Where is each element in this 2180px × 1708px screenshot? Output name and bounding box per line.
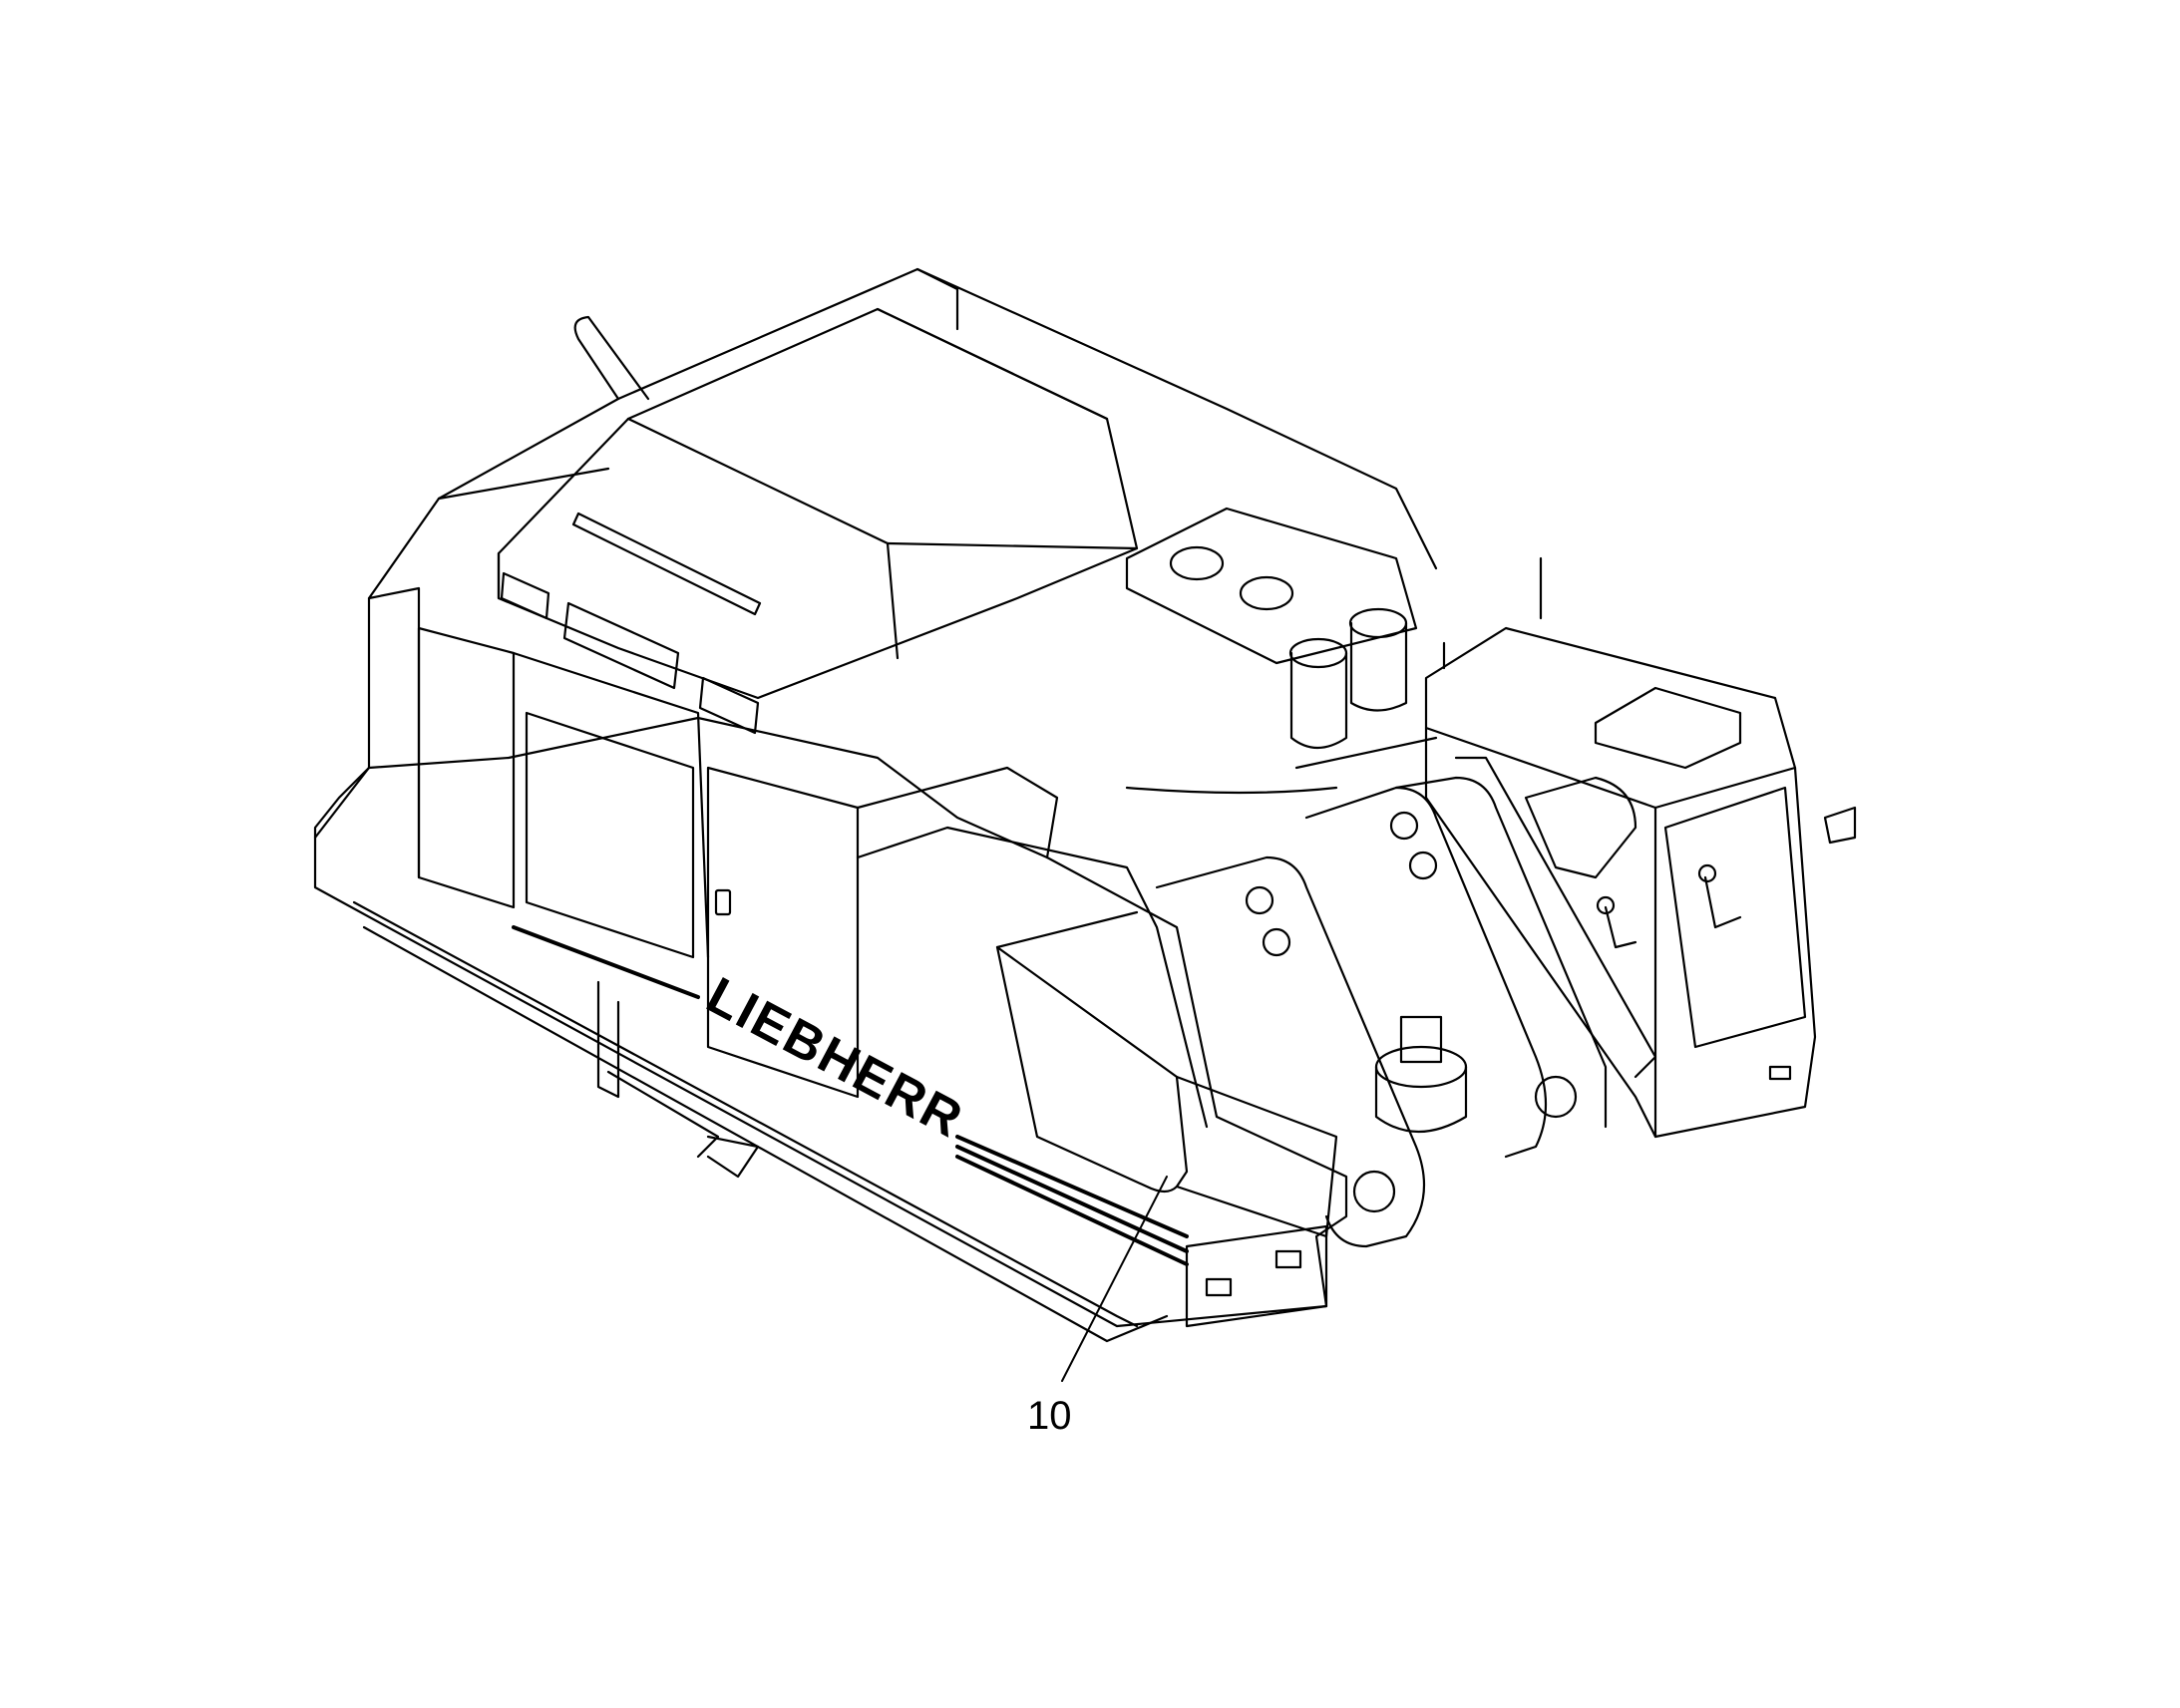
walkway xyxy=(352,900,1169,1343)
counterweight-side-panel xyxy=(995,945,1338,1328)
panel-handle-icon xyxy=(1274,1249,1302,1269)
pin-hole-icon xyxy=(1534,1075,1578,1119)
filter-canister-icon xyxy=(1288,637,1348,669)
filter-canister-icon xyxy=(1348,607,1408,639)
callout-label: 10 xyxy=(1027,1394,1072,1438)
radiator-grille-outer xyxy=(417,626,516,909)
callout-10: 10 xyxy=(1027,1176,1168,1438)
cab-light-icon xyxy=(1768,1065,1792,1081)
engine-hood xyxy=(497,307,1139,735)
joystick-icon xyxy=(1596,895,1616,915)
pin-hole-icon xyxy=(1389,811,1419,841)
joystick-icon xyxy=(1697,863,1717,883)
service-doors xyxy=(706,766,1209,1129)
boom-mount xyxy=(1155,776,1608,1248)
radiator-grille-inner xyxy=(512,651,710,959)
panel-handle-icon xyxy=(1205,1277,1233,1297)
filler-cap-icon xyxy=(1169,545,1225,581)
pin-hole-icon xyxy=(1262,927,1291,957)
mirror-icon xyxy=(1823,806,1857,845)
filler-cap-icon xyxy=(1239,575,1294,611)
slew-motor-icon xyxy=(1374,1045,1468,1089)
machine-housing xyxy=(313,267,1438,1328)
door-latch-icon xyxy=(714,888,732,916)
vent-middle xyxy=(562,601,680,690)
brand-stripes xyxy=(512,925,1189,1266)
pin-hole-icon xyxy=(1408,851,1438,880)
pin-hole-icon xyxy=(1245,885,1274,915)
operator-cab xyxy=(1424,556,1857,1139)
motor-housing xyxy=(1399,1015,1443,1064)
vent-right xyxy=(698,676,760,735)
vent-left xyxy=(500,571,550,620)
pin-hole-icon xyxy=(1352,1170,1396,1213)
tank-platform xyxy=(1125,507,1438,795)
